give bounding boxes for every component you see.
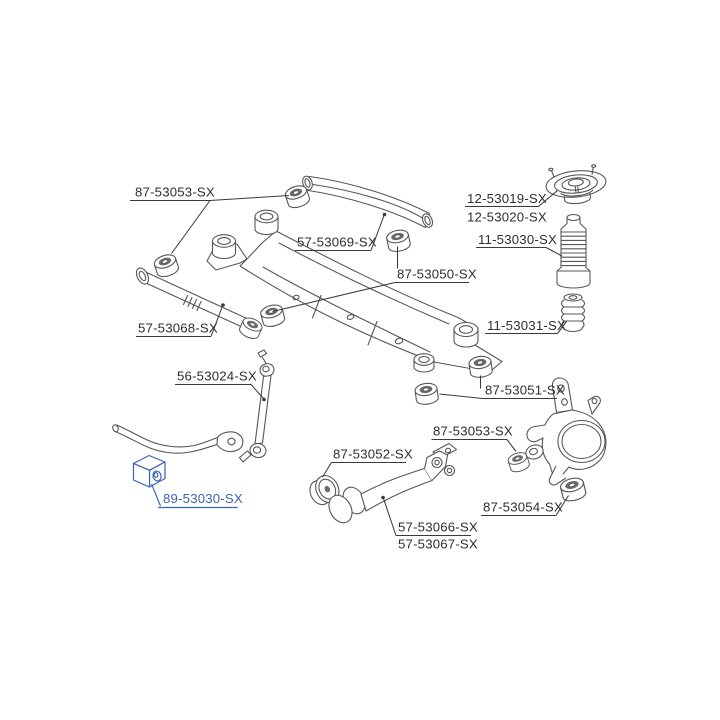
part-label-87-53052-sx[interactable]: 87-53052-SX — [333, 447, 413, 462]
strut-mount-drawing — [545, 164, 607, 205]
bushing-87-53052 — [309, 475, 340, 506]
part-label-11-53030-sx[interactable]: 11-53030-SX — [478, 232, 557, 247]
part-label-87-53054-sx[interactable]: 87-53054-SX — [483, 500, 563, 515]
part-label-89-53030-sx-highlighted[interactable]: 89-53030-SX — [163, 491, 243, 506]
knuckle-drawing — [525, 377, 607, 486]
bump-stop-drawing — [560, 293, 586, 333]
dust-boot-drawing — [556, 213, 591, 289]
stabilizer-link-drawing — [238, 349, 275, 463]
part-label-56-53024-sx[interactable]: 56-53024-SX — [177, 369, 257, 384]
part-label-87-53050-sx[interactable]: 87-53050-SX — [397, 267, 477, 282]
part-label-87-53053-sx-right[interactable]: 87-53053-SX — [433, 424, 513, 439]
trailing-arm-drawing — [135, 267, 265, 342]
part-label-57-53067-sx[interactable]: 57-53067-SX — [398, 537, 478, 552]
leader-lines — [130, 190, 569, 537]
part-label-57-53066-sx[interactable]: 57-53066-SX — [398, 520, 478, 535]
stabilizer-bar-drawing — [112, 424, 244, 454]
part-label-87-53053-sx-upper-left[interactable]: 87-53053-SX — [135, 185, 215, 200]
part-label-12-53020-sx[interactable]: 12-53020-SX — [467, 210, 547, 225]
subframe-crossmember-drawing — [206, 209, 503, 373]
part-label-12-53019-sx[interactable]: 12-53019-SX — [467, 191, 547, 206]
lower-arm-drawing — [328, 442, 458, 524]
part-label-57-53068-sx[interactable]: 57-53068-SX — [138, 321, 218, 336]
part-label-87-53051-sx[interactable]: 87-53051-SX — [485, 383, 565, 398]
part-label-11-53031-sx[interactable]: 11-53031-SX — [487, 318, 566, 333]
upper-arm-drawing — [302, 175, 434, 229]
part-label-57-53069-sx[interactable]: 57-53069-SX — [297, 235, 377, 250]
highlighted-stabilizer-bushing-drawing[interactable] — [132, 454, 166, 488]
